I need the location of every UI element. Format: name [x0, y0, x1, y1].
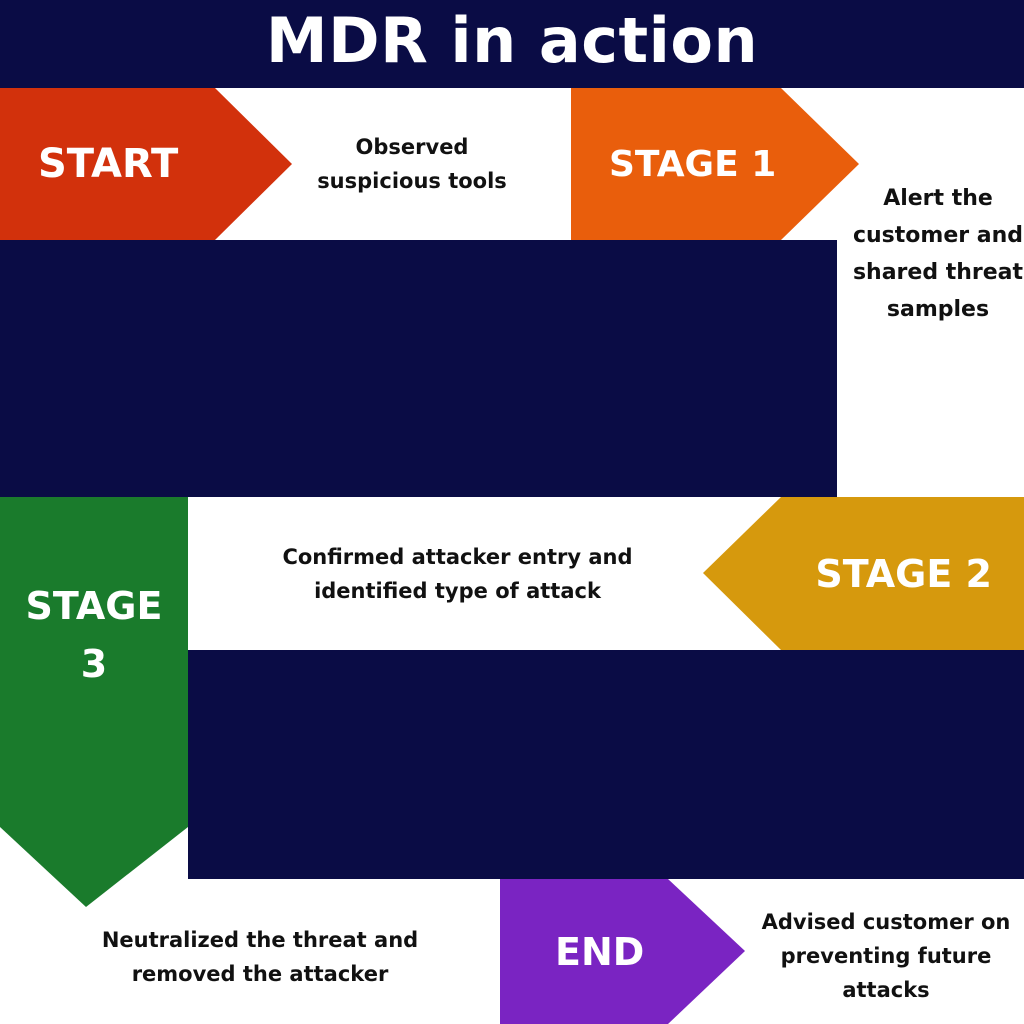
start-description: Observed suspicious tools	[317, 135, 507, 193]
end-description: Advised customer on preventing future at…	[761, 910, 1011, 1002]
connector-block-lower	[188, 650, 1024, 879]
page-title: MDR in action	[265, 3, 759, 77]
stage3-arrow: STAGE 3	[0, 497, 188, 907]
stage1-arrow: STAGE 1	[571, 88, 859, 240]
start-label: START	[38, 141, 179, 187]
end-arrow: END	[500, 879, 745, 1024]
connector-block-upper	[0, 240, 837, 497]
end-label: END	[555, 929, 645, 974]
stage3-description: Neutralized the threat and removed the a…	[101, 928, 419, 986]
stage3-label: STAGE 3	[25, 584, 163, 686]
stage2-arrow: STAGE 2	[703, 497, 1024, 650]
start-arrow: START	[0, 88, 292, 240]
stage2-label: STAGE 2	[815, 551, 992, 596]
title-bar	[0, 0, 1024, 88]
stage1-description: Alert the customer and shared threat sam…	[852, 186, 1024, 322]
stage2-description: Confirmed attacker entry and identified …	[282, 545, 633, 603]
stage1-label: STAGE 1	[609, 143, 777, 185]
